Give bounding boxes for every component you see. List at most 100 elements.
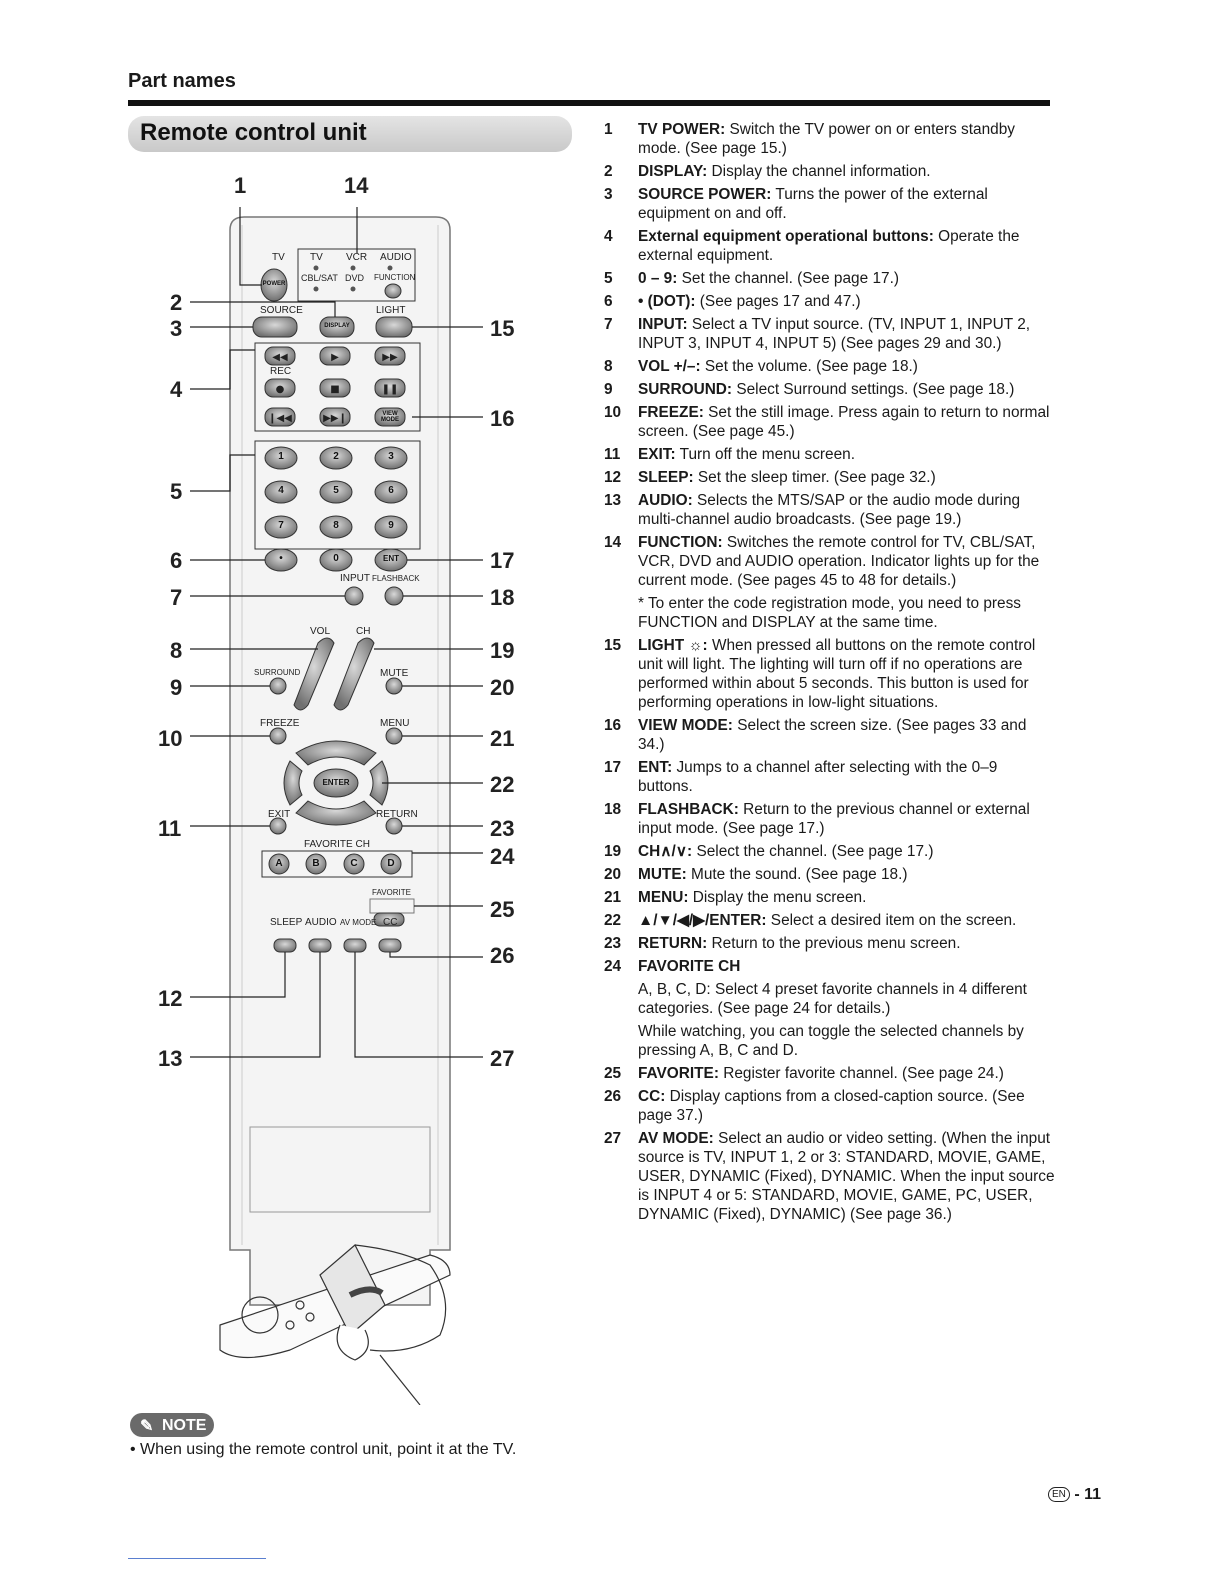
description-term: MUTE: <box>638 866 687 883</box>
digit-button[interactable]: 9 <box>388 520 394 531</box>
description-body: Set the still image. Press again to retu… <box>638 404 1050 440</box>
digit-button[interactable]: 3 <box>388 451 394 462</box>
label-freeze: FREEZE <box>260 718 300 729</box>
digit-button[interactable]: 6 <box>388 485 394 496</box>
label-avmode: AV MODE <box>340 918 377 927</box>
description-extra: While watching, you can toggle the selec… <box>638 1023 1024 1059</box>
description-body: Select the channel. (See page 17.) <box>692 843 934 860</box>
note-badge: ✎ NOTE <box>130 1413 214 1437</box>
digit-button[interactable]: 4 <box>278 485 284 496</box>
dot-button[interactable]: • <box>279 553 283 564</box>
page-number-value: - 11 <box>1074 1486 1102 1503</box>
svg-text:●: ● <box>276 384 285 395</box>
description-term: FREEZE: <box>638 404 704 421</box>
description-body: Turn off the menu screen. <box>675 446 856 463</box>
description-text: DISPLAY: Display the channel information… <box>638 162 1056 181</box>
description-text: 0 – 9: Set the channel. (See page 17.) <box>638 269 1056 288</box>
description-term: FAVORITE CH <box>638 958 741 975</box>
description-body: Select the screen size. (See pages 33 an… <box>638 717 1027 753</box>
description-body: Return to the previous menu screen. <box>707 935 961 952</box>
favorite-c-button[interactable]: C <box>350 858 358 869</box>
description-body: Operate the external equipment. <box>638 228 1020 264</box>
callout-22: 22 <box>490 772 515 797</box>
digit-button[interactable]: 5 <box>333 485 339 496</box>
description-number: 11 <box>604 446 621 463</box>
description-body: Select a TV input source. (TV, INPUT 1, … <box>638 316 1031 352</box>
label-return: RETURN <box>376 809 418 820</box>
favorite-b-button[interactable]: B <box>312 858 320 869</box>
description-body: Jumps to a channel after selecting with … <box>638 759 998 795</box>
label-tv-mode: TV <box>310 252 323 263</box>
digit-button[interactable]: 7 <box>278 520 284 531</box>
description-term: SLEEP: <box>638 469 694 486</box>
description-body: Return to the previous channel or extern… <box>638 801 1030 837</box>
description-text: FAVORITE: Register favorite channel. (Se… <box>638 1064 1056 1083</box>
header-rule <box>128 100 1050 106</box>
description-body: Set the channel. (See page 17.) <box>677 270 899 287</box>
description-text: • (DOT): (See pages 17 and 47.) <box>638 292 1056 311</box>
description-body: Display captions from a closed-caption s… <box>638 1088 1025 1124</box>
description-number: 1 <box>604 121 613 138</box>
label-cc: CC <box>383 917 398 928</box>
label-vcr: VCR <box>346 252 368 263</box>
digit-button[interactable]: 0 <box>333 553 339 564</box>
label-favorite-ch: FAVORITE CH <box>304 839 370 850</box>
enter-button[interactable]: ENTER <box>322 778 350 787</box>
description-number: 3 <box>604 186 613 203</box>
description-text: MENU: Display the menu screen. <box>638 888 1056 907</box>
pencil-icon: ✎ <box>140 1418 154 1435</box>
ent-button[interactable]: ENT <box>383 554 399 563</box>
description-number: 20 <box>604 866 622 883</box>
description-number: 12 <box>604 469 622 486</box>
view-mode-button[interactable]: VIEW MODE <box>381 411 399 423</box>
description-body: Switch the TV power on or enters standby… <box>638 121 1015 157</box>
callout-14: 14 <box>344 173 369 198</box>
description-text: INPUT: Select a TV input source. (TV, IN… <box>638 315 1056 353</box>
svg-text:❙◀◀: ❙◀◀ <box>268 413 292 424</box>
description-term: 0 – 9: <box>638 270 678 287</box>
callout-5: 5 <box>170 479 183 504</box>
description-text: FAVORITE CH <box>638 957 1056 976</box>
digit-button[interactable]: 2 <box>333 451 339 462</box>
description-number: 27 <box>604 1130 622 1147</box>
description-body: Display the menu screen. <box>688 889 867 906</box>
callout-7: 7 <box>170 585 183 610</box>
description-body: Set the volume. (See page 18.) <box>700 358 918 375</box>
description-number: 15 <box>604 637 622 654</box>
callout-16: 16 <box>490 406 515 431</box>
display-button[interactable]: DISPLAY <box>324 323 350 329</box>
callout-24: 24 <box>490 844 515 869</box>
description-term: CH∧/∨: <box>638 843 693 860</box>
description-text: VOL +/–: Set the volume. (See page 18.) <box>638 357 1056 376</box>
description-term: DISPLAY: <box>638 163 708 180</box>
power-button[interactable]: POWER <box>262 281 286 287</box>
digit-button[interactable]: 8 <box>333 520 339 531</box>
description-item: 6• (DOT): (See pages 17 and 47.) <box>604 292 1056 311</box>
description-term: CC: <box>638 1088 666 1105</box>
label-light: LIGHT <box>376 305 406 316</box>
favorite-a-button[interactable]: A <box>275 858 283 869</box>
description-text: VIEW MODE: Select the screen size. (See … <box>638 716 1056 754</box>
callout-13: 13 <box>158 1046 183 1071</box>
digit-button[interactable]: 1 <box>278 451 284 462</box>
label-mute: MUTE <box>380 668 409 679</box>
callout-15: 15 <box>490 316 515 341</box>
label-ch: CH <box>356 626 371 637</box>
favorite-d-button[interactable]: D <box>387 858 395 869</box>
description-term: SOURCE POWER: <box>638 186 772 203</box>
description-extra: * To enter the code registration mode, y… <box>638 595 1022 631</box>
